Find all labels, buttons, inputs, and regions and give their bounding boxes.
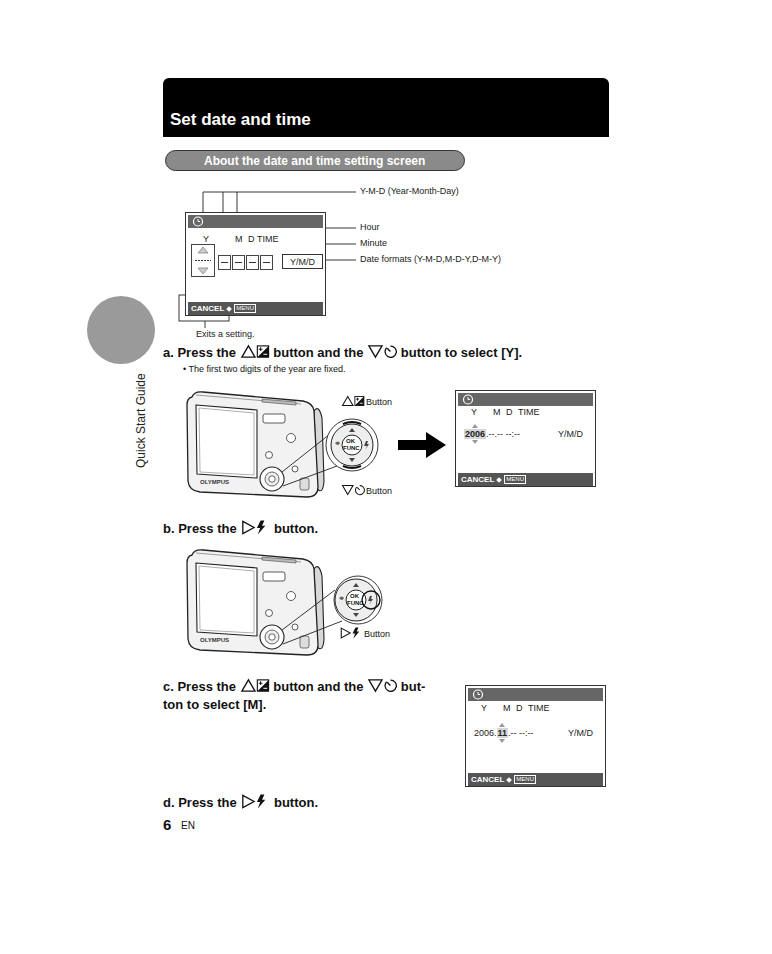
- diamond-symbol: [227, 306, 233, 312]
- down-icon: [340, 484, 366, 496]
- step-a: a. Press the button and the button to se…: [163, 344, 522, 362]
- step-text: a. Press the: [163, 345, 236, 360]
- step-b: b. Press the button.: [163, 520, 318, 538]
- screen-text: MENU: [234, 304, 256, 313]
- step-text: button and the: [273, 345, 363, 360]
- lcd-bar-row: CANCEL MENU: [191, 303, 256, 314]
- lcd-screen: CANCEL MENU Y MDTIME Y/M/D: [185, 212, 326, 316]
- screen-text: 2006: [464, 429, 486, 439]
- brand-logo: OLYMPUS: [200, 479, 229, 485]
- step-text: c. Press the: [163, 679, 236, 694]
- lcd-bar-row: CANCEL MENU: [461, 474, 526, 485]
- right-icon: [338, 627, 364, 639]
- callout-label: Minute: [360, 238, 387, 248]
- side-tab-label: Quick Start Guide: [134, 373, 148, 468]
- screen-text: Y/M/D: [290, 257, 315, 267]
- screen-text: .-- --:--: [508, 728, 533, 738]
- lcd-screen: CANCEL MENU 2006.11.-- --:-- Y MD TIME Y/M/D: [465, 685, 606, 787]
- step-c: c. Press the button and the but-ton to s…: [163, 678, 425, 714]
- step-text: b. Press the: [163, 521, 237, 536]
- screen-text: .--.-- --:--: [486, 429, 520, 439]
- callout-label: Date formats (Y-M-D,M-D-Y,D-M-Y): [360, 254, 501, 264]
- brand-logo: OLYMPUS: [200, 637, 229, 643]
- screen-text: 2006.: [474, 728, 497, 738]
- screen-text: M: [235, 234, 243, 244]
- diamond-symbol: [497, 477, 503, 483]
- up-icon: [240, 344, 270, 359]
- lcd-top-bar: [188, 215, 323, 228]
- lcd-top-bar: [468, 688, 603, 701]
- screen-text: Y/M/D: [558, 429, 583, 439]
- title-text: Set date and time: [170, 110, 311, 130]
- screen-text: CANCEL: [471, 775, 504, 784]
- title-band: Set date and time: [163, 78, 609, 137]
- step-text: but-: [401, 679, 426, 694]
- screen-text: M: [503, 703, 511, 713]
- step-text: button and the: [273, 679, 363, 694]
- lcd-bar-row: CANCEL MENU: [471, 774, 536, 785]
- lcd-date-row: 2006.--.-- --:--: [464, 429, 520, 439]
- diamond-symbol: [507, 777, 513, 783]
- screen-text: Y: [481, 703, 487, 713]
- button-label: Button: [340, 484, 392, 496]
- language-code: EN: [181, 820, 195, 831]
- section-heading: About the date and time setting screen: [204, 154, 425, 168]
- down-icon: [367, 678, 397, 693]
- lcd-top-bar: [458, 393, 593, 406]
- down-icon: [367, 344, 397, 359]
- button-label: Button: [338, 627, 390, 639]
- step-text: button to select [Y].: [401, 345, 522, 360]
- screen-text: Y: [471, 407, 477, 417]
- screen-text: TIME: [518, 407, 540, 417]
- lcd-screen: CANCEL MENU 2006.--.-- --:-- Y MD TIME Y/M/D: [455, 390, 596, 487]
- screen-text: M: [493, 407, 501, 417]
- lcd-date-row: 2006.11.-- --:--: [474, 728, 534, 738]
- button-text: FUNC: [343, 445, 360, 451]
- screen-text: TIME: [257, 234, 279, 244]
- button-label: Button: [340, 395, 392, 407]
- screen-text: D: [516, 703, 523, 713]
- screen-text: CANCEL: [191, 304, 224, 313]
- up-icon: [240, 678, 270, 693]
- step-text: ton to select [M].: [163, 697, 266, 712]
- screen-text: D: [506, 407, 513, 417]
- button-text: OK: [346, 438, 355, 444]
- screen-text: CANCEL: [461, 475, 494, 484]
- step-text: button.: [274, 795, 318, 810]
- step-d: d. Press the button.: [163, 794, 318, 812]
- page-number: 6: [163, 816, 171, 833]
- callout-label: Exits a setting.: [196, 329, 255, 339]
- screen-text: D: [248, 234, 255, 244]
- format-box: Y/M/D: [282, 254, 323, 269]
- note: • The first two digits of the year are f…: [183, 364, 346, 374]
- screen-text: MENU: [504, 475, 526, 484]
- section-pill: About the date and time setting screen: [165, 150, 465, 171]
- button-text: FUNC: [347, 600, 364, 606]
- screen-text: TIME: [528, 703, 550, 713]
- callout-label: Y-M-D (Year-Month-Day): [360, 186, 459, 196]
- screen-text: 11: [497, 728, 509, 738]
- right-icon: [240, 794, 270, 809]
- screen-text: Y: [203, 234, 209, 244]
- right-icon: [240, 520, 270, 535]
- button-text: OK: [350, 593, 359, 599]
- step-text: d. Press the: [163, 795, 237, 810]
- step-text: button.: [274, 521, 318, 536]
- callout-label: Hour: [360, 222, 380, 232]
- screen-text: MENU: [514, 775, 536, 784]
- up-icon: [340, 395, 366, 407]
- screen-text: Y/M/D: [568, 728, 593, 738]
